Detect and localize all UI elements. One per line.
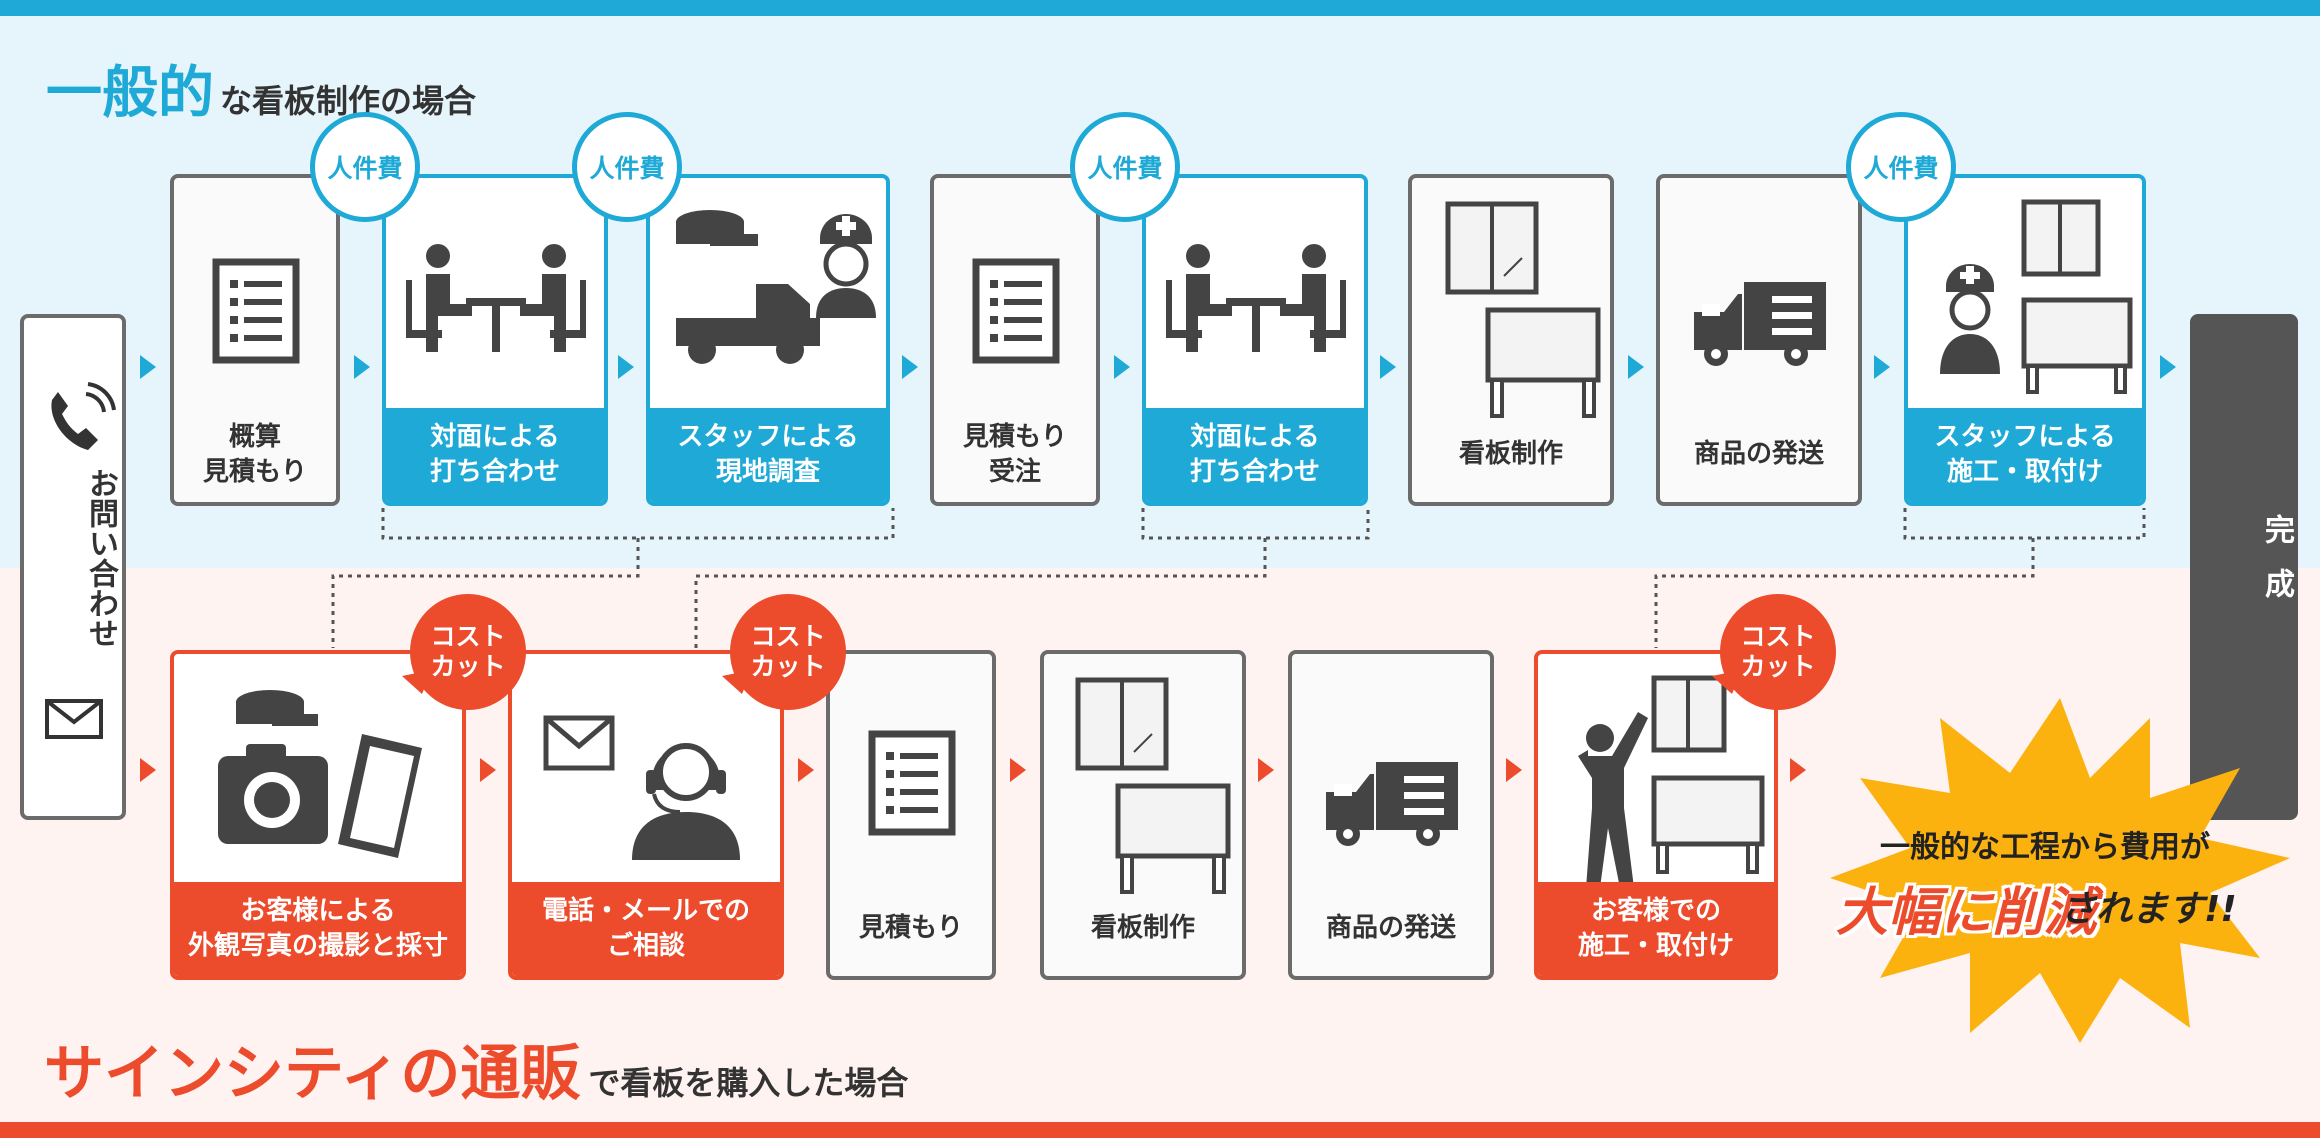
completion-card: 完成	[2190, 314, 2298, 820]
top-step-estimate-order: 見積もり 受注	[930, 174, 1100, 506]
step-label: 看板制作	[1458, 439, 1563, 470]
bottom-step-customer-photo: お客様による 外観写真の撮影と採寸	[170, 650, 466, 980]
step-label: お客様による 外観写真の撮影と採寸	[174, 882, 462, 976]
badge-label: コスト カット	[1740, 622, 1816, 681]
flow-arrow-icon	[1010, 758, 1026, 782]
flow-arrow-icon	[354, 355, 370, 379]
top-step-meeting-1: 対面による 打ち合わせ	[382, 174, 608, 506]
truck-icon	[1326, 762, 1458, 846]
top-step-site-survey: スタッフによる 現地調査	[646, 174, 890, 506]
burst-text-line1: 一般的な工程から費用が	[1880, 830, 2210, 865]
labor-cost-badge: 人件費	[572, 112, 682, 222]
flow-arrow-icon	[480, 758, 496, 782]
flow-arrow-icon	[798, 758, 814, 782]
signcity-title-rest: で看板を購入した場合	[588, 1064, 909, 1102]
truck-icon	[1694, 282, 1826, 366]
labor-cost-badge: 人件費	[310, 112, 420, 222]
cost-cut-badge: コスト カット	[730, 594, 846, 710]
step-label: スタッフによる 施工・取付け	[1908, 408, 2142, 502]
badge-label: 人件費	[327, 154, 403, 183]
signboard-icon	[1075, 677, 1231, 894]
labor-cost-badge: 人件費	[1846, 112, 1956, 222]
top-accent-bar	[0, 0, 2320, 16]
badge-label: 人件費	[1087, 154, 1163, 183]
operator-icon	[543, 715, 740, 860]
labor-cost-badge: 人件費	[1070, 112, 1180, 222]
bottom-step-consultation: 電話・メールでの ご相談	[508, 650, 784, 980]
meeting-icon	[406, 244, 586, 352]
step-label: 見積もり 受注	[962, 421, 1067, 487]
step-label: スタッフによる 現地調査	[650, 408, 886, 502]
flow-arrow-icon	[1874, 355, 1890, 379]
self-install-icon	[1578, 675, 1765, 884]
general-process-title: 一般的な看板制作の場合	[46, 48, 476, 129]
flow-arrow-icon	[140, 355, 156, 379]
starburst-shape	[1830, 698, 2290, 1043]
badge-label: コスト カット	[430, 622, 506, 681]
contact-card: お問い合わせ	[20, 314, 126, 820]
top-step-rough-estimate: 概算 見積もり	[170, 174, 340, 506]
document-icon	[972, 258, 1060, 364]
top-step-meeting-2: 対面による 打ち合わせ	[1142, 174, 1368, 506]
step-label: 看板制作	[1090, 913, 1195, 944]
signboard-icon	[1445, 201, 1601, 418]
badge-label: 人件費	[1863, 154, 1939, 183]
flow-arrow-icon	[1628, 355, 1644, 379]
cost-cut-badge: コスト カット	[410, 594, 526, 710]
flow-arrow-icon	[140, 758, 156, 782]
burst-emphasis: 大幅に削減	[1836, 883, 2097, 943]
flow-arrow-icon	[1258, 758, 1274, 782]
flow-arrow-icon	[2160, 355, 2176, 379]
badge-label: 人件費	[589, 154, 665, 183]
camera-phone-tape-icon	[218, 690, 422, 858]
bottom-step-self-installation: お客様での 施工・取付け	[1534, 650, 1778, 980]
installation-worker-icon	[1940, 199, 2133, 394]
flow-arrow-icon	[1380, 355, 1396, 379]
bottom-accent-bar	[0, 1122, 2320, 1138]
top-step-sign-production: 看板制作	[1408, 174, 1614, 506]
phone-icon	[51, 382, 116, 450]
badge-label: コスト カット	[750, 622, 826, 681]
mail-icon	[45, 699, 103, 739]
general-title-emphasis: 一般的	[46, 61, 214, 126]
step-label: 電話・メールでの ご相談	[512, 882, 780, 976]
top-step-staff-installation: スタッフによる 施工・取付け	[1904, 174, 2146, 506]
meeting-icon	[1166, 244, 1346, 352]
step-label: お客様での 施工・取付け	[1538, 882, 1774, 976]
cost-cut-badge: コスト カット	[1720, 594, 1836, 710]
step-label: 概算 見積もり	[202, 421, 307, 487]
flow-arrow-icon	[618, 355, 634, 379]
flow-arrow-icon	[902, 355, 918, 379]
signcity-title-emphasis: サインシティの通販	[44, 1039, 581, 1109]
document-icon	[212, 258, 300, 364]
step-label: 商品の発送	[1325, 913, 1456, 944]
bottom-step-shipping: 商品の発送	[1288, 650, 1494, 980]
bottom-step-estimate: 見積もり	[826, 650, 996, 980]
flow-arrow-icon	[1114, 355, 1130, 379]
flow-arrow-icon	[1790, 758, 1806, 782]
flow-arrow-icon	[1506, 758, 1522, 782]
completion-label: 完成	[2259, 514, 2294, 622]
step-label: 対面による 打ち合わせ	[386, 408, 604, 502]
survey-truck-icon	[676, 210, 876, 364]
contact-label: お問い合わせ	[83, 468, 118, 648]
burst-text-suffix: されます!!	[2060, 889, 2237, 930]
step-label: 商品の発送	[1693, 439, 1824, 470]
step-label: 見積もり	[858, 913, 963, 944]
top-step-shipping: 商品の発送	[1656, 174, 1862, 506]
signcity-process-title: サインシティの通販で看板を購入した場合	[44, 1025, 908, 1112]
document-icon	[868, 730, 956, 836]
step-label: 対面による 打ち合わせ	[1146, 408, 1364, 502]
bottom-step-sign-production: 看板制作	[1040, 650, 1246, 980]
